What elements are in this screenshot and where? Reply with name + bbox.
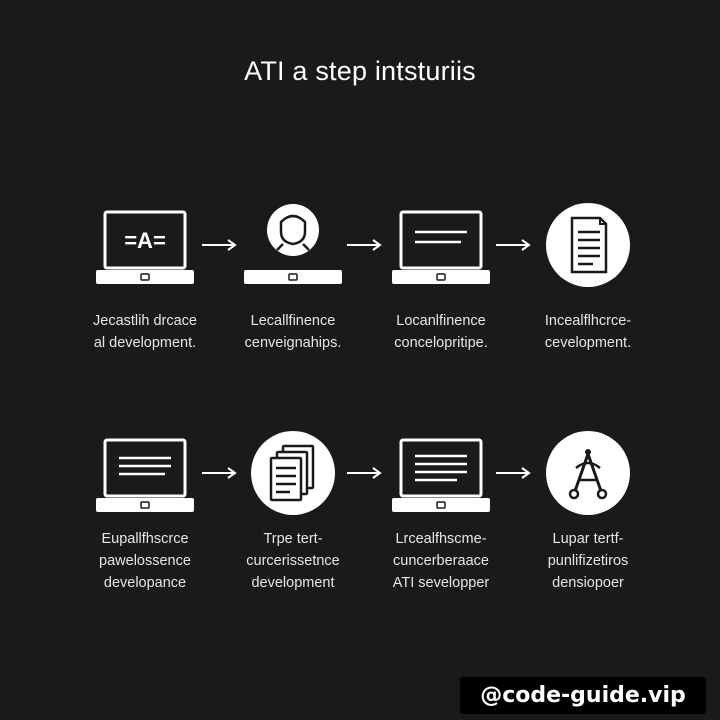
watermark: @code-guide.vip	[460, 677, 706, 714]
person-head-icon	[243, 200, 343, 292]
step-label-line: Incealflhcrce-	[544, 313, 632, 329]
step-label-line: cevelopment.	[544, 335, 632, 351]
laptop-text-icon	[391, 428, 491, 520]
arrow-right-icon	[345, 238, 385, 252]
page-title: ATI a step intsturiis	[244, 56, 476, 86]
step-label-line: Lupar tertf-	[552, 531, 624, 547]
step-label-line: densiopoer	[552, 575, 624, 591]
arrow-right-icon	[200, 238, 240, 252]
step-label-line: developance	[103, 575, 187, 591]
laptop-lines-icon	[95, 428, 195, 520]
laptop-text-icon	[391, 200, 491, 292]
step-label-line: pawelossence	[99, 553, 191, 569]
arrow-right-icon	[200, 466, 240, 480]
document-icon	[538, 200, 638, 292]
step-label-line: development	[251, 575, 335, 591]
step-label-line: ATI sevelopper	[392, 575, 490, 591]
svg-text:=A=: =A=	[124, 228, 166, 253]
arrow-right-icon	[494, 238, 534, 252]
step-label-line: Lrcealfhscme-	[395, 531, 487, 547]
step-label-line: Eupallfhscrce	[101, 531, 189, 547]
arrow-right-icon	[494, 466, 534, 480]
step-label-line: concelopritipe.	[394, 335, 488, 351]
laptop-a-icon: =A=	[95, 200, 195, 292]
step-label-line: punlifizetiros	[547, 553, 629, 569]
step-label-line: Trpe tert-	[263, 531, 323, 547]
step-label-line: cenveignahips.	[244, 335, 342, 351]
step-label-line: Locanlfinence	[396, 313, 486, 329]
step-label-line: cuncerberaace	[393, 553, 489, 569]
arrow-right-icon	[345, 466, 385, 480]
step-label-line: al development.	[93, 335, 197, 351]
step-label-line: Lecallfinence	[250, 313, 336, 329]
step-label-line: curcerissetnce	[246, 553, 340, 569]
ai-logo-icon	[538, 428, 638, 520]
step-label-line: Jecastlih drcace	[93, 313, 197, 329]
documents-stack-icon	[243, 428, 343, 520]
